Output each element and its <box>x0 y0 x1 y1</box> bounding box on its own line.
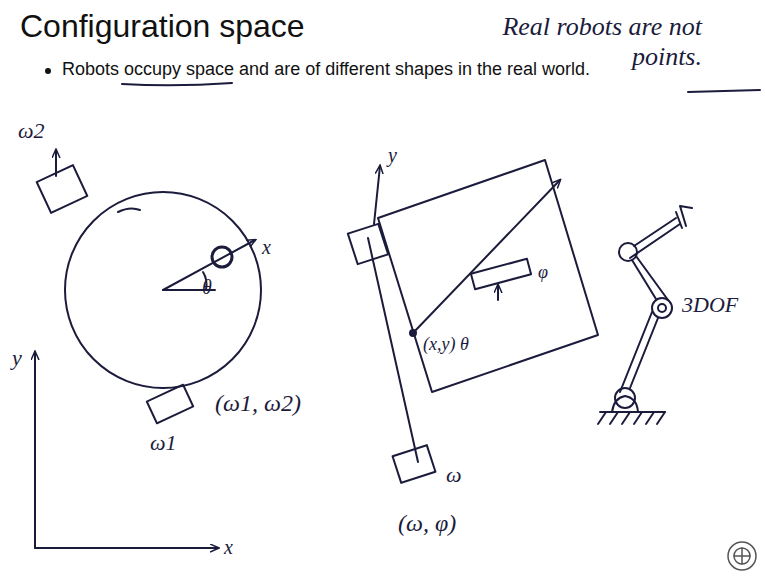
control-inputs: (ω1, ω2) <box>215 390 301 418</box>
angle-label: θ <box>202 276 212 299</box>
control-inputs: (ω, φ) <box>398 510 456 538</box>
axis-label: y <box>388 144 397 167</box>
wheel-label: ω <box>446 462 462 487</box>
underline <box>122 83 232 85</box>
dof-label: 3DOF <box>682 292 738 317</box>
underline <box>688 90 760 92</box>
bullet-dot <box>45 68 51 74</box>
car-like-robot <box>348 160 598 483</box>
institute-logo <box>728 542 756 570</box>
differential-robot <box>37 150 261 423</box>
robot-arm <box>598 206 692 424</box>
bullet-text: Robots occupy space and are of different… <box>62 59 590 80</box>
steering-angle: φ <box>538 262 548 283</box>
wheel-label: ω2 <box>18 118 45 143</box>
world-axes <box>35 352 218 548</box>
axis-label: y <box>12 345 22 370</box>
pose-label: (x,y) θ <box>423 334 469 355</box>
wheel-label: ω1 <box>150 430 177 455</box>
slide-title: Configuration space <box>20 8 305 45</box>
axis-label: x <box>262 236 271 259</box>
axis-label: x <box>224 536 233 559</box>
